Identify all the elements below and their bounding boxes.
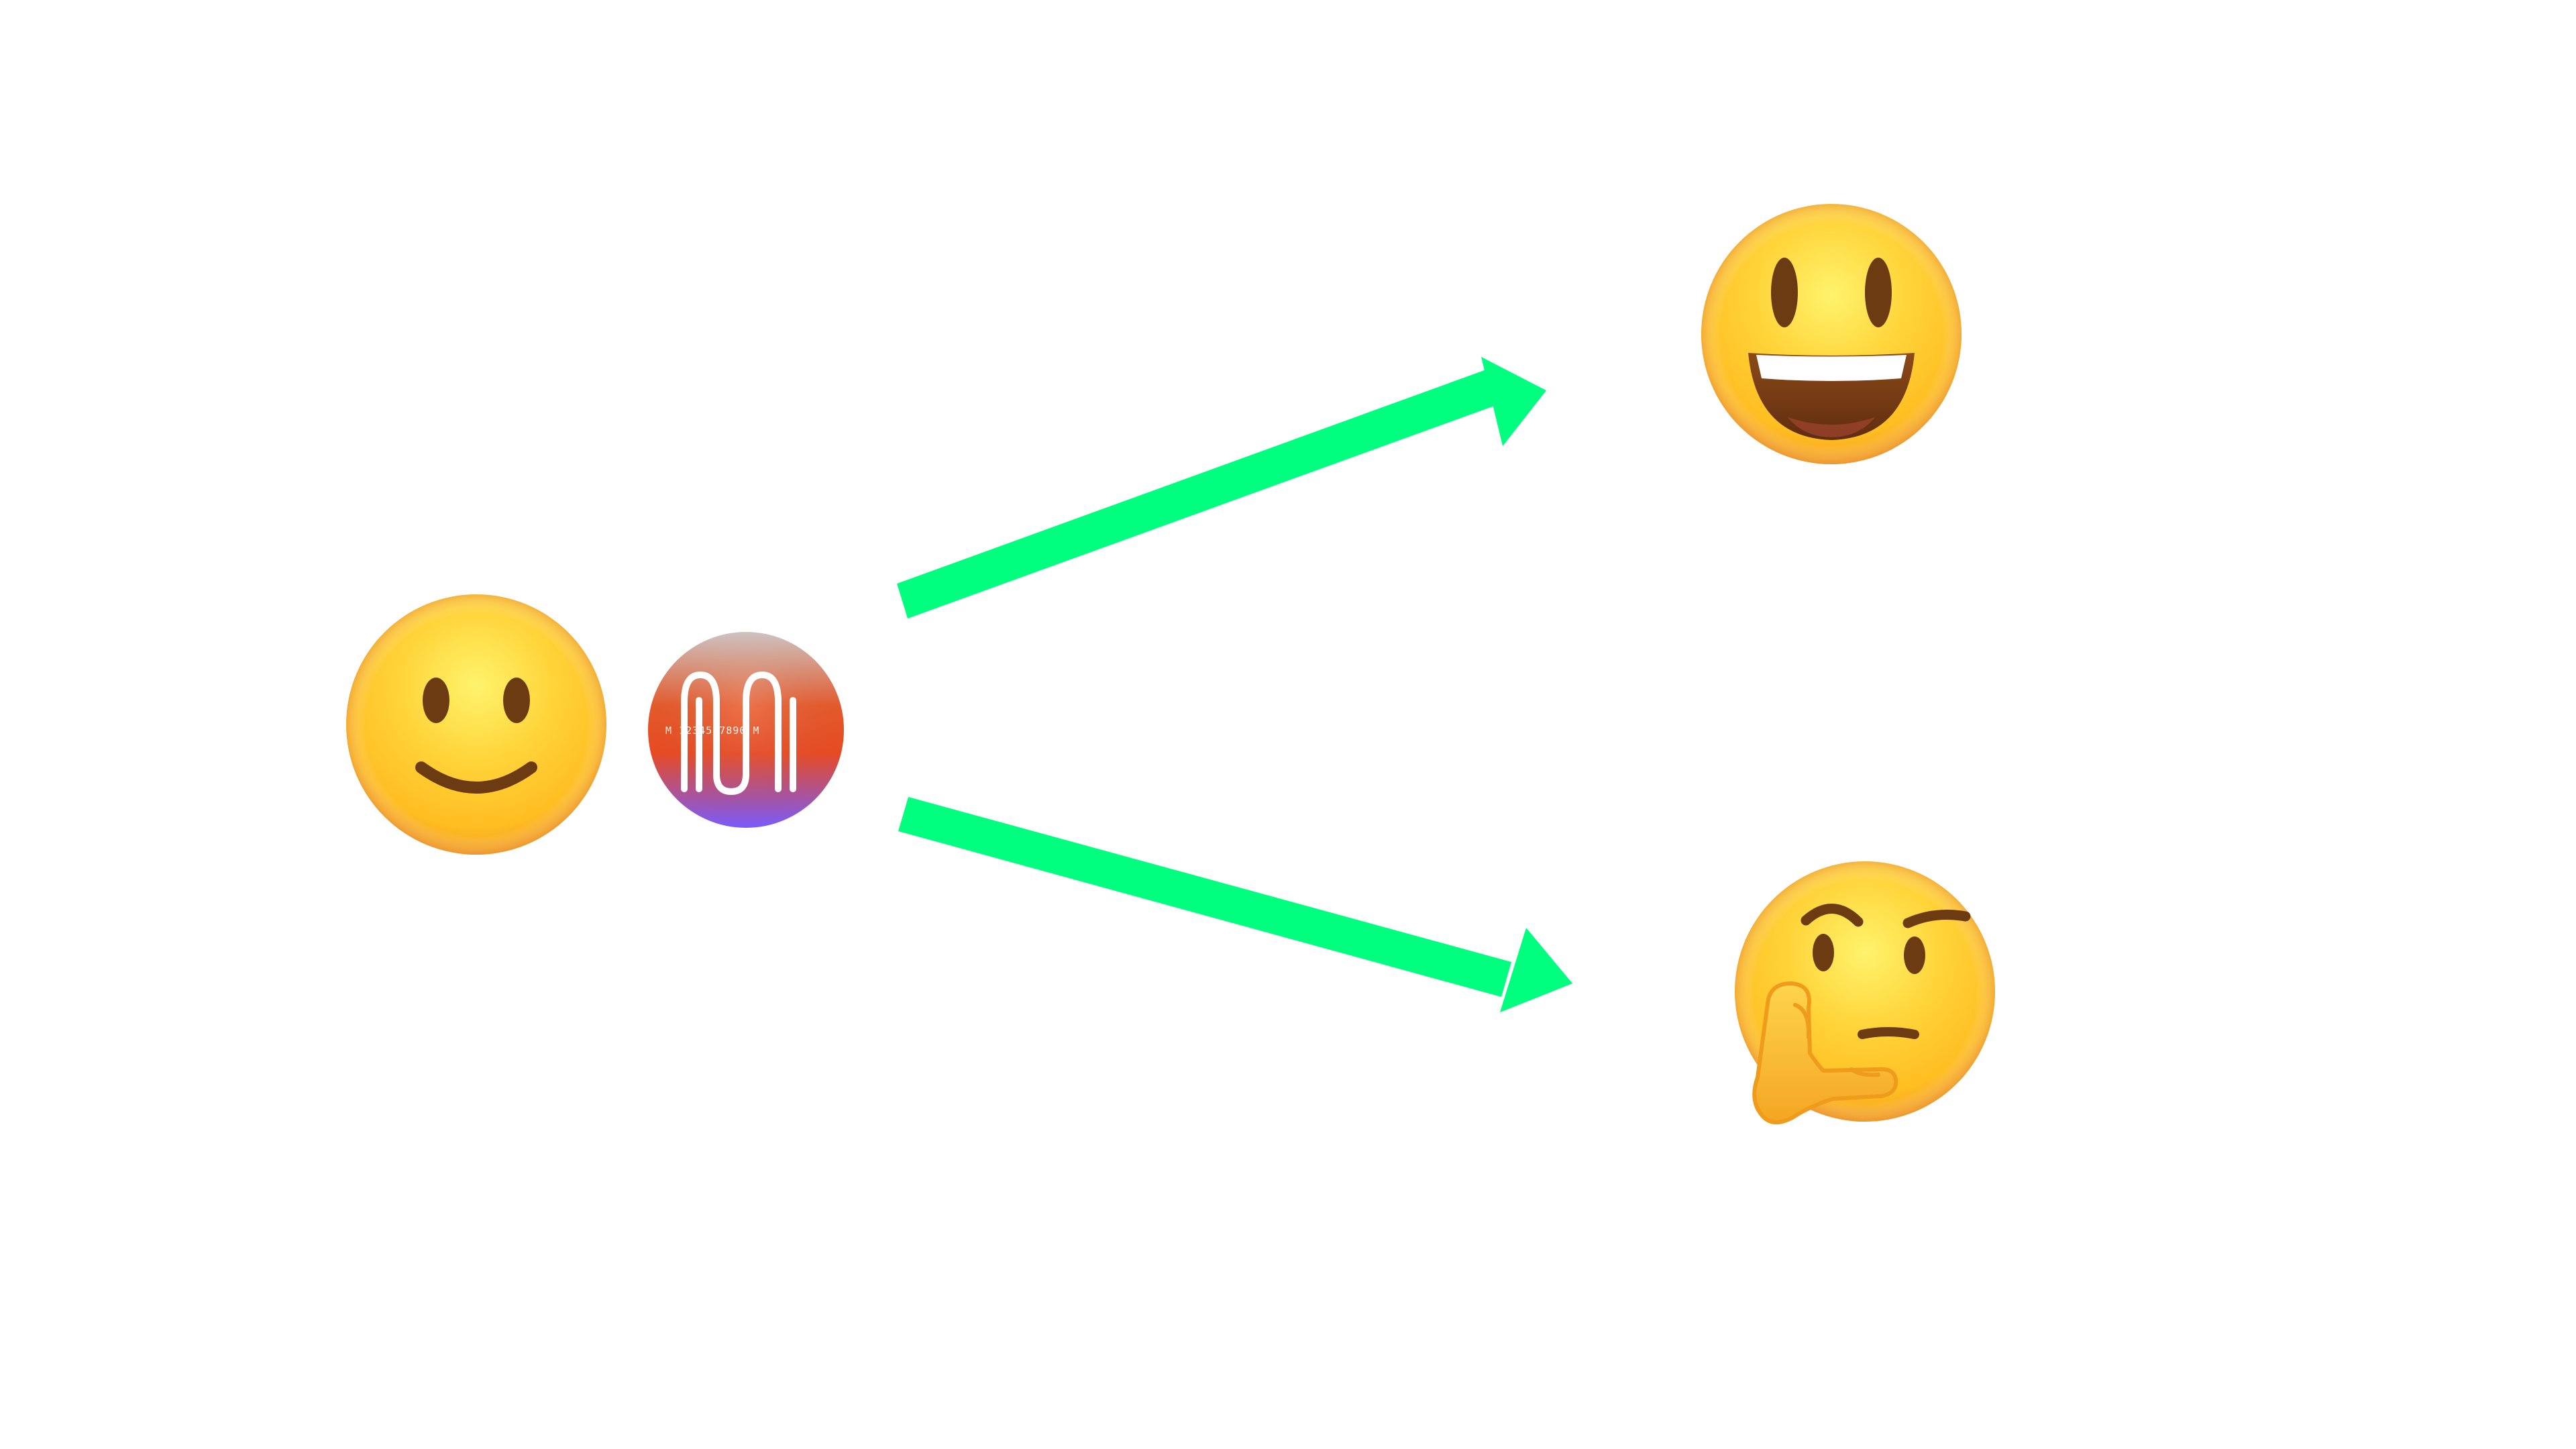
lower-arrow: [898, 797, 1572, 1012]
badge-logo-text: M 1234567890 M: [665, 724, 759, 737]
thinking-face-icon: [1735, 861, 1995, 1124]
m-token-logo-icon: M 1234567890 M: [648, 632, 844, 828]
upper-arrow: [897, 357, 1546, 619]
slightly-smiling-face-icon: [346, 594, 606, 855]
grinning-face-icon: [1701, 204, 1962, 464]
